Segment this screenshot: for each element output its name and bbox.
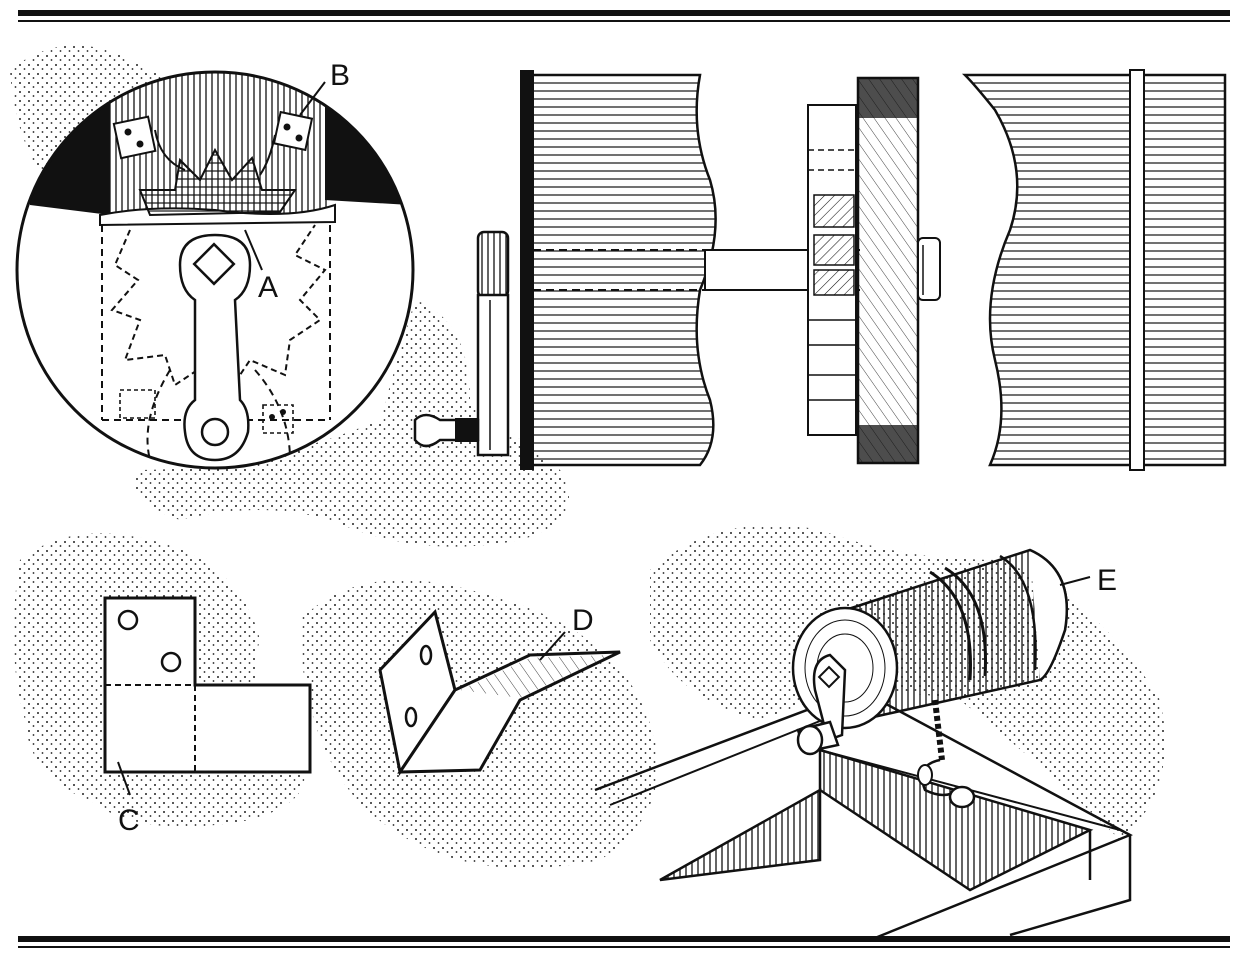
label-e: E [1097,564,1117,597]
assembly-view [594,548,1133,942]
frame-rules [18,10,1230,948]
bracket-c-pattern [103,596,312,796]
drum-e [791,548,1069,756]
label-b: B [330,59,350,92]
label-c: C [118,804,140,837]
label-a: A [258,271,278,304]
drum-crank [413,230,510,457]
bracket-b-left [112,115,157,160]
label-d: D [572,604,594,637]
bracket-d-bent [378,608,621,776]
crank-arm [178,233,252,462]
drum-section [413,69,1227,471]
bracket-b-right [272,110,314,152]
